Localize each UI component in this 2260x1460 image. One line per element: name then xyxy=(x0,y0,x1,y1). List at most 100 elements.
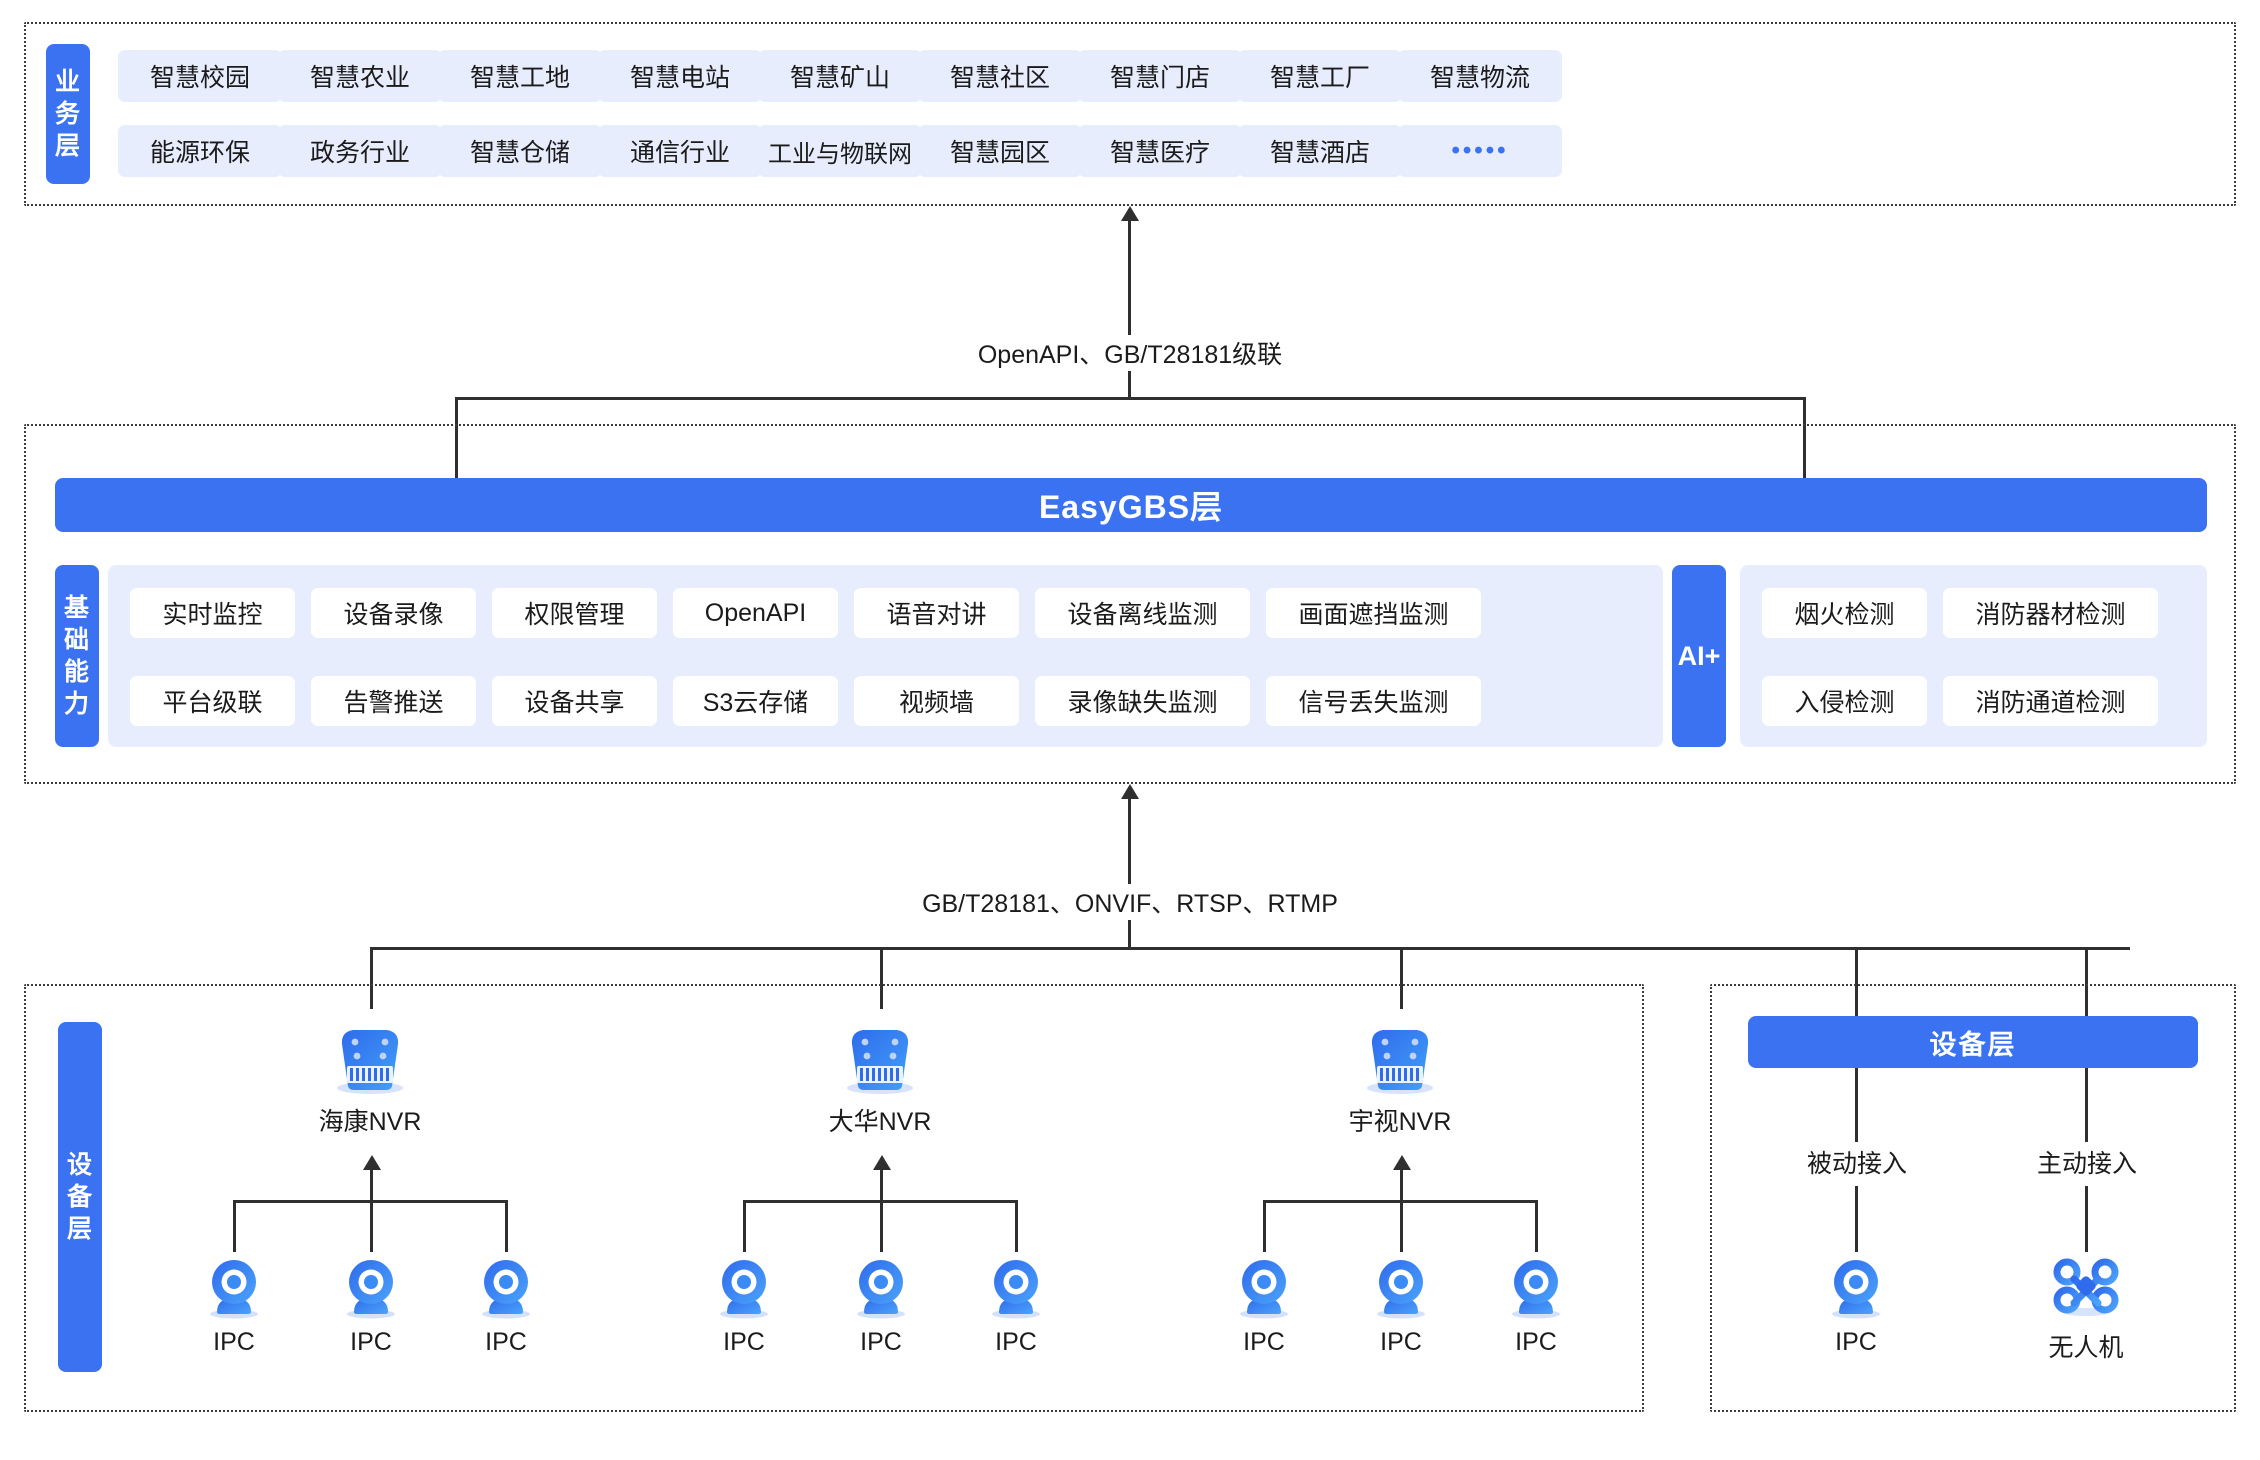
device-layer-right-title: 设备层 xyxy=(1748,1016,2198,1068)
connector-drop-ipc-right xyxy=(1855,947,1858,1019)
business-chip[interactable]: 智慧工厂 xyxy=(1238,50,1402,102)
ipc-node[interactable]: IPC xyxy=(326,1258,416,1357)
branch-label-passive: 被动接入 xyxy=(1790,1142,1924,1182)
ipc-node[interactable]: IPC xyxy=(971,1258,1061,1357)
ipc-label: IPC xyxy=(1243,1328,1285,1356)
ai-capability-box[interactable]: 消防通道检测 xyxy=(1943,676,2158,726)
capability-box[interactable]: 告警推送 xyxy=(311,676,476,726)
side-label-char: 基 xyxy=(63,594,90,622)
nvr-node[interactable]: 海康NVR xyxy=(310,1020,430,1138)
drone-icon xyxy=(2052,1258,2120,1320)
business-chip[interactable]: 智慧酒店 xyxy=(1238,125,1402,177)
capability-box[interactable]: S3云存储 xyxy=(673,676,838,726)
capability-box[interactable]: 画面遮挡监测 xyxy=(1266,588,1481,638)
ipc-drop xyxy=(1263,1200,1266,1252)
easygbs-layer-container xyxy=(24,424,2236,784)
drone-node[interactable]: 无人机 xyxy=(2041,1258,2131,1364)
ipc-camera-icon xyxy=(847,1258,915,1320)
ipc-label: IPC xyxy=(1380,1328,1422,1356)
connector-drop-uniview xyxy=(1400,947,1403,1009)
business-chip[interactable]: 智慧仓储 xyxy=(438,125,602,177)
business-chip[interactable]: 智慧矿山 xyxy=(758,50,922,102)
connector-stem-top xyxy=(1128,219,1131,399)
ipc-camera-icon xyxy=(1230,1258,1298,1320)
ipc-drop xyxy=(1400,1200,1403,1252)
ipc-label: IPC xyxy=(1835,1328,1877,1356)
business-chip[interactable]: 智慧门店 xyxy=(1078,50,1242,102)
connector-arrow-top xyxy=(1121,206,1139,221)
branch-line-active-lower xyxy=(2085,1186,2088,1252)
ipc-camera-icon xyxy=(710,1258,778,1320)
capability-box[interactable]: 语音对讲 xyxy=(854,588,1019,638)
ai-capability-box[interactable]: 烟火检测 xyxy=(1762,588,1927,638)
side-label-char: 力 xyxy=(63,690,90,718)
capability-box[interactable]: 设备离线监测 xyxy=(1035,588,1250,638)
ipc-node[interactable]: IPC xyxy=(699,1258,789,1357)
capability-box[interactable]: 设备录像 xyxy=(311,588,476,638)
business-layer-side-label: 业 务 层 xyxy=(46,44,90,184)
business-chip[interactable]: 智慧校园 xyxy=(118,50,282,102)
side-label-char: 务 xyxy=(54,100,81,128)
business-chip[interactable]: 智慧医疗 xyxy=(1078,125,1242,177)
easygbs-title-bar: EasyGBS层 xyxy=(55,478,2207,532)
business-chip[interactable]: 智慧社区 xyxy=(918,50,1082,102)
business-chip[interactable]: 政务行业 xyxy=(278,125,442,177)
ipc-label: IPC xyxy=(350,1328,392,1356)
nvr-node[interactable]: 大华NVR xyxy=(820,1020,940,1138)
ipc-node[interactable]: IPC xyxy=(189,1258,279,1357)
ipc-group-stem xyxy=(880,1168,883,1202)
ai-capability-box[interactable]: 入侵检测 xyxy=(1762,676,1927,726)
business-layer-container xyxy=(24,22,2236,206)
business-chip[interactable]: 工业与物联网 xyxy=(758,125,922,177)
ai-plus-label: AI+ xyxy=(1672,565,1726,747)
ipc-group-arrow xyxy=(363,1155,381,1170)
business-chip[interactable]: 智慧农业 xyxy=(278,50,442,102)
connector-arrow-bottom xyxy=(1121,784,1139,799)
capability-box[interactable]: 平台级联 xyxy=(130,676,295,726)
capability-box[interactable]: 视频墙 xyxy=(854,676,1019,726)
ipc-label: IPC xyxy=(1515,1328,1557,1356)
connector-drop-right xyxy=(1803,397,1806,479)
ipc-node[interactable]: IPC xyxy=(1491,1258,1581,1357)
ipc-drop xyxy=(370,1200,373,1252)
business-chip[interactable]: 智慧电站 xyxy=(598,50,762,102)
ipc-camera-icon xyxy=(200,1258,268,1320)
business-chip[interactable]: 智慧工地 xyxy=(438,50,602,102)
capability-box[interactable]: 信号丢失监测 xyxy=(1266,676,1481,726)
easygbs-side-label: 基 础 能 力 xyxy=(55,565,99,747)
ipc-camera-icon xyxy=(472,1258,540,1320)
ipc-label: IPC xyxy=(723,1328,765,1356)
business-chip-more[interactable]: ••••• xyxy=(1398,125,1562,177)
ipc-drop xyxy=(1535,1200,1538,1252)
connector-drop-dh xyxy=(880,947,883,1009)
capability-box[interactable]: 设备共享 xyxy=(492,676,657,726)
business-chip[interactable]: 能源环保 xyxy=(118,125,282,177)
nvr-node[interactable]: 宇视NVR xyxy=(1340,1020,1460,1138)
capability-box[interactable]: 实时监控 xyxy=(130,588,295,638)
connector-label-top: OpenAPI、GB/T28181级联 xyxy=(900,335,1360,371)
ipc-label: IPC xyxy=(213,1328,255,1356)
ipc-camera-icon xyxy=(337,1258,405,1320)
ipc-node[interactable]: IPC xyxy=(1356,1258,1446,1357)
connector-stem-bottom xyxy=(1128,797,1131,949)
connector-bus-top xyxy=(455,397,1805,400)
ipc-group-stem xyxy=(370,1168,373,1202)
ai-capability-box[interactable]: 消防器材检测 xyxy=(1943,588,2158,638)
side-label-char: 设 xyxy=(66,1151,93,1179)
ipc-node[interactable]: IPC xyxy=(836,1258,926,1357)
nvr-label: 宇视NVR xyxy=(1348,1108,1452,1136)
ipc-node-right[interactable]: IPC xyxy=(1811,1258,1901,1357)
ipc-node[interactable]: IPC xyxy=(1219,1258,1309,1357)
capability-box[interactable]: 录像缺失监测 xyxy=(1035,676,1250,726)
capability-box[interactable]: 权限管理 xyxy=(492,588,657,638)
drone-label: 无人机 xyxy=(2048,1334,2124,1362)
side-label-char: 能 xyxy=(63,658,90,686)
business-chip[interactable]: 智慧物流 xyxy=(1398,50,1562,102)
nvr-icon xyxy=(1358,1020,1442,1094)
ipc-drop xyxy=(505,1200,508,1252)
capability-box[interactable]: OpenAPI xyxy=(673,588,838,638)
ipc-node[interactable]: IPC xyxy=(461,1258,551,1357)
business-chip[interactable]: 智慧园区 xyxy=(918,125,1082,177)
ipc-camera-icon xyxy=(1367,1258,1435,1320)
business-chip[interactable]: 通信行业 xyxy=(598,125,762,177)
